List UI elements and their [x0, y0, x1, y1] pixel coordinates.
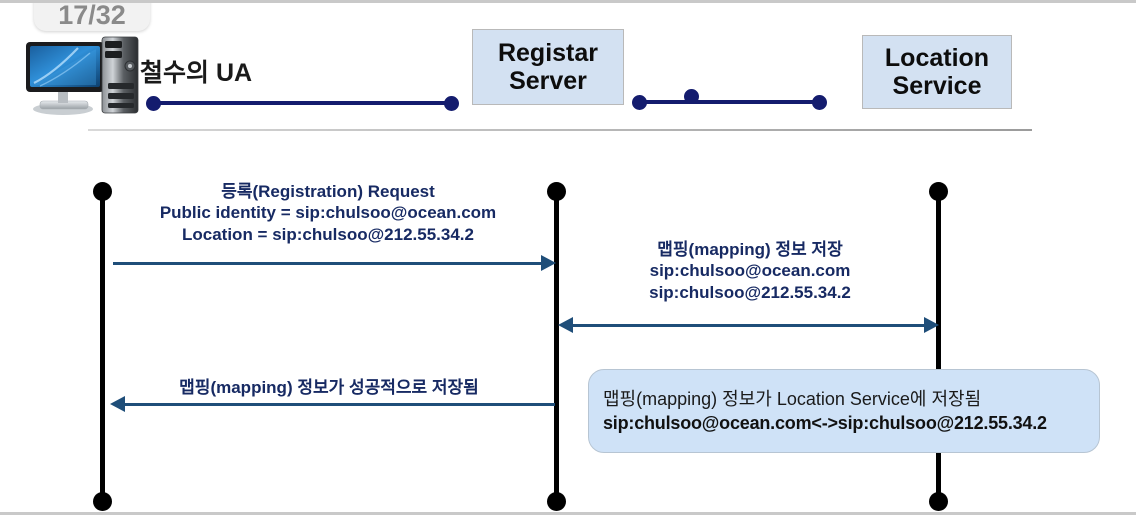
- callout-mapping-stored: 맵핑(mapping) 정보가 Location Service에 저장됨 si…: [588, 369, 1100, 453]
- lifeline-registar-cap-bottom: [547, 492, 566, 511]
- message-arrowhead-mapping-store-left: [558, 317, 573, 333]
- message-2-line-2: sip:chulsoo@ocean.com: [649, 261, 851, 281]
- connector-ua-to-registar: [152, 101, 450, 105]
- lifeline-location: [936, 191, 941, 501]
- lifeline-ua-cap-top: [93, 182, 112, 201]
- page-indicator-text: 17/32: [58, 0, 126, 30]
- lifeline-ua-cap-bottom: [93, 492, 112, 511]
- callout-line-1: 맵핑(mapping) 정보가 Location Service에 저장됨: [603, 388, 982, 409]
- connector-dot-right-end: [812, 95, 827, 110]
- message-arrow-registration-request: [113, 262, 543, 265]
- message-label-mapping-store: 맵핑(mapping) 정보 저장 sip:chulsoo@ocean.com …: [560, 239, 940, 303]
- message-label-registration-request: 등록(Registration) Request Public identity…: [102, 181, 554, 245]
- node-location-line1: Location: [884, 44, 990, 72]
- callout-line-2: sip:chulsoo@ocean.com<->sip:chulsoo@212.…: [603, 413, 1047, 433]
- node-registar-server[interactable]: Registar Server: [472, 29, 624, 105]
- message-arrow-mapping-success: [125, 403, 555, 406]
- page-indicator-badge: 17/32: [34, 0, 150, 31]
- message-arrowhead-mapping-store-right: [924, 317, 939, 333]
- message-3-line-1: 맵핑(mapping) 정보가 성공적으로 저장됨: [179, 378, 479, 397]
- lifeline-registar-cap-top: [547, 182, 566, 201]
- node-location-service[interactable]: Location Service: [862, 35, 1012, 109]
- message-2-line-3: sip:chulsoo@212.55.34.2: [649, 282, 851, 302]
- message-2-line-1: 맵핑(mapping) 정보 저장: [657, 240, 843, 259]
- connector-dot-right-start: [632, 95, 647, 110]
- node-location-line2: Service: [892, 72, 982, 100]
- lifeline-location-cap-bottom: [929, 492, 948, 511]
- connector-dot-left-start: [146, 96, 161, 111]
- connector-dot-left-end: [444, 96, 459, 111]
- lifeline-registar: [554, 191, 559, 501]
- message-arrowhead-registration-request: [541, 255, 556, 271]
- connector-dot-right-middle: [684, 89, 699, 104]
- message-arrow-mapping-store: [572, 324, 926, 327]
- message-1-line-1: 등록(Registration) Request: [221, 182, 435, 201]
- desktop-computer-icon: [20, 33, 142, 119]
- connector-registar-to-location: [638, 100, 820, 104]
- header-divider: [88, 129, 1032, 131]
- node-registar-line2: Server: [509, 67, 587, 95]
- lifeline-ua: [100, 191, 105, 501]
- message-1-line-2: Public identity = sip:chulsoo@ocean.com: [159, 203, 497, 223]
- message-label-mapping-success: 맵핑(mapping) 정보가 성공적으로 저장됨: [104, 377, 554, 398]
- lifeline-location-cap-top: [929, 182, 948, 201]
- actor-label-ua: 철수의 UA: [140, 59, 253, 87]
- message-1-line-3: Location = sip:chulsoo@212.55.34.2: [182, 224, 474, 244]
- message-arrowhead-mapping-success: [110, 396, 125, 412]
- node-registar-line1: Registar: [497, 39, 599, 67]
